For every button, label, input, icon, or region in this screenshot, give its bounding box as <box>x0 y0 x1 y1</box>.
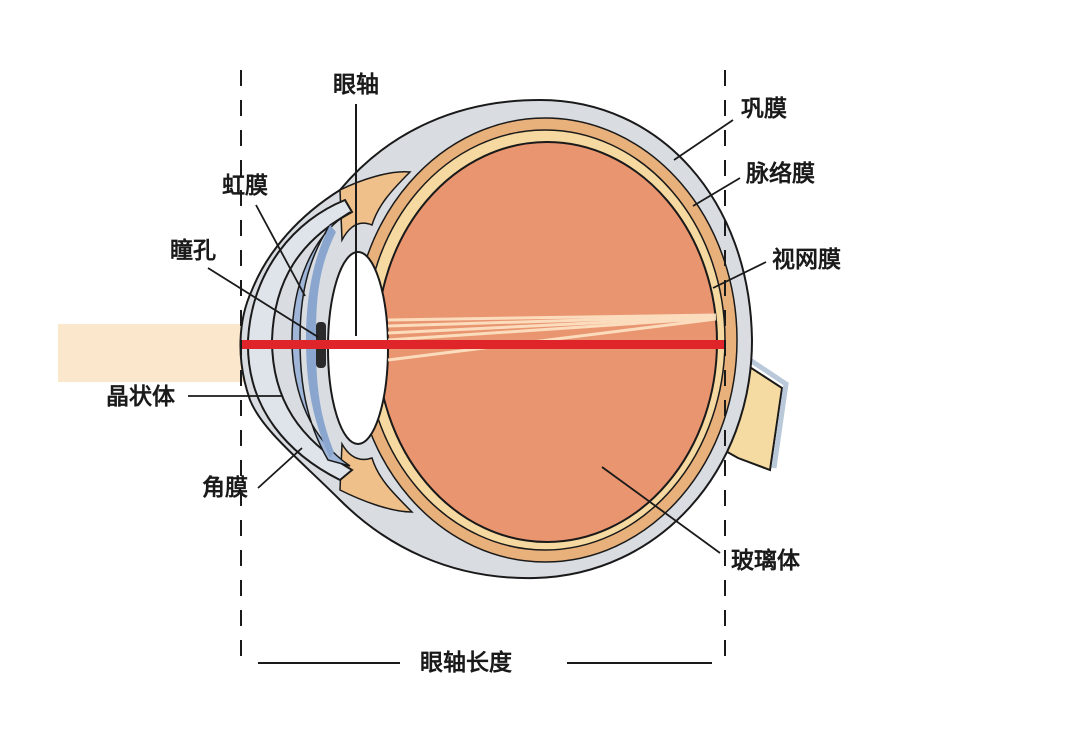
ciliary-body-upper <box>339 171 412 243</box>
label-choroid: 脉络膜 <box>746 161 815 187</box>
leader-choroid <box>692 177 741 207</box>
label-lens: 晶状体 <box>106 384 175 410</box>
leader-sclera <box>673 119 734 161</box>
label-axis: 眼轴 <box>333 72 379 98</box>
leader-iris <box>255 204 306 297</box>
light-rays <box>387 313 717 362</box>
label-axial-length: 眼轴长度 <box>420 650 512 676</box>
leader-retina <box>712 261 767 289</box>
leader-pupil <box>207 267 319 338</box>
label-iris: 虹膜 <box>222 173 268 199</box>
cornea <box>246 198 354 482</box>
label-pupil: 瞳孔 <box>170 238 216 264</box>
axis-line <box>240 340 724 349</box>
label-vitreous: 玻璃体 <box>731 548 800 574</box>
iris-band <box>306 225 336 458</box>
leader-vitreous <box>601 466 721 554</box>
ciliary-body-lower <box>339 441 414 513</box>
label-retina: 视网膜 <box>772 247 841 273</box>
label-cornea: 角膜 <box>202 475 248 501</box>
iris <box>291 211 351 467</box>
optic-nerve-sheath <box>736 349 789 469</box>
label-sclera: 巩膜 <box>741 96 787 122</box>
incoming-light-beam <box>58 324 248 382</box>
leader-cornea <box>257 447 303 489</box>
